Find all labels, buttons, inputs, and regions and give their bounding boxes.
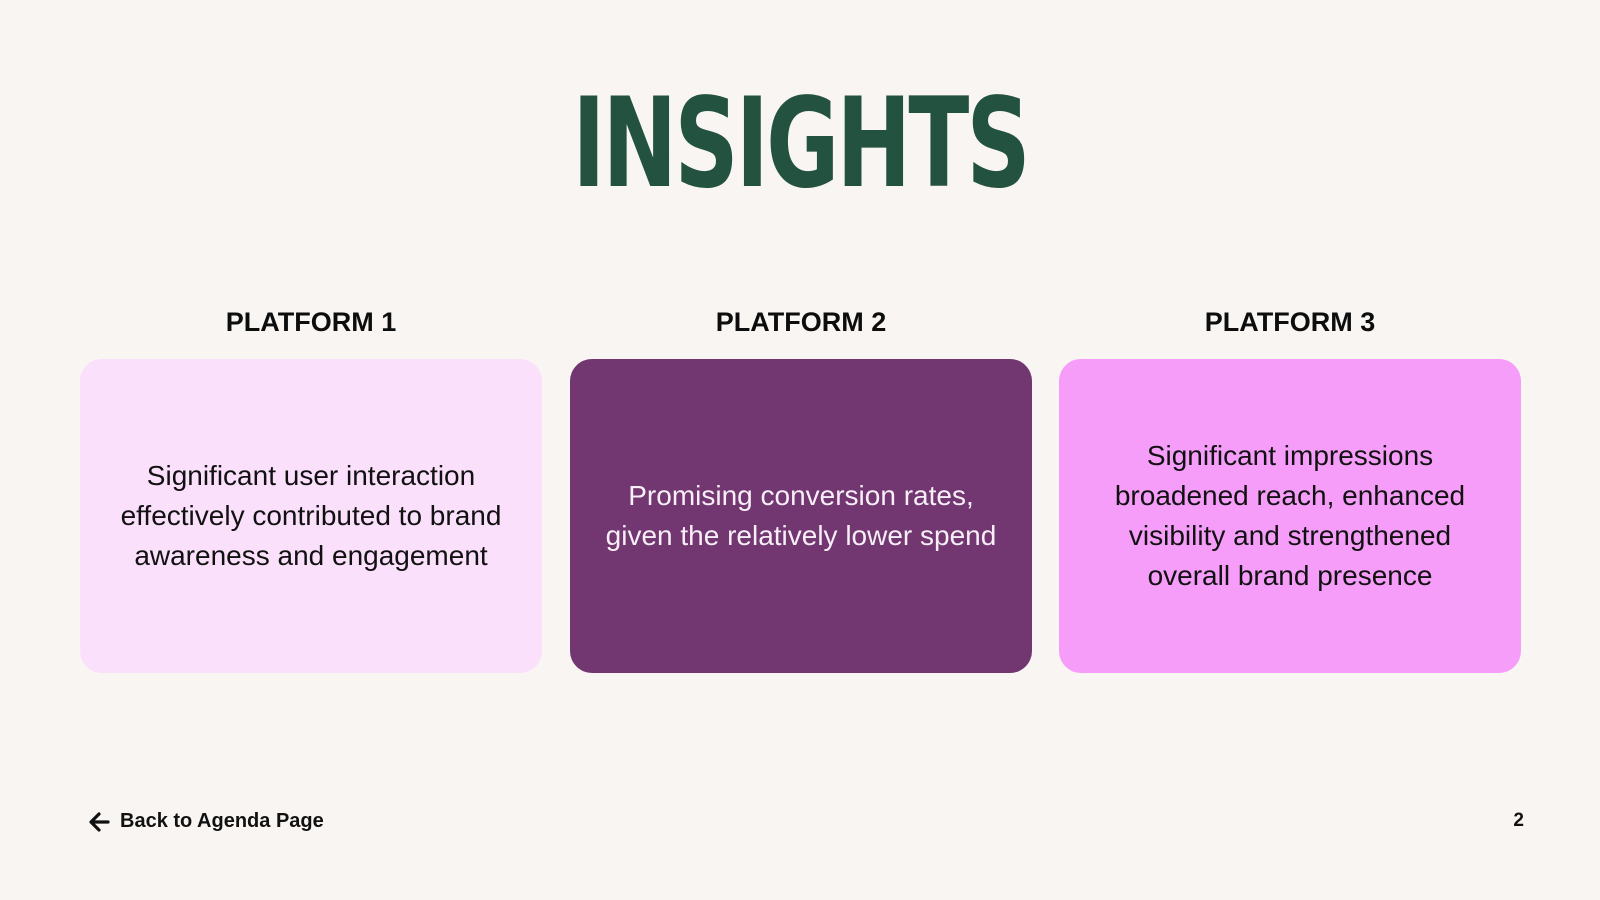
platform-2-heading: PLATFORM 2 (715, 307, 887, 337)
back-to-agenda-link[interactable]: Back to Agenda Page (88, 810, 324, 833)
platform-2-text: Promising conversion rates, given the re… (605, 480, 997, 551)
page-number: 2 (1513, 810, 1524, 831)
slide-title: INSIGHTS (572, 72, 1031, 216)
platform-3-heading: PLATFORM 3 (1204, 307, 1376, 337)
platform-3-card: Significant impressions broadened reach,… (1059, 359, 1521, 673)
platform-1-heading: PLATFORM 1 (225, 307, 397, 337)
arrow-left-icon (88, 811, 110, 833)
back-to-agenda-label: Back to Agenda Page (120, 810, 324, 832)
platform-2-card: Promising conversion rates, given the re… (570, 359, 1032, 673)
platform-1-card: Significant user interaction effectively… (80, 359, 542, 673)
platform-3-text: Significant impressions broadened reach,… (1114, 440, 1466, 591)
platform-1-text: Significant user interaction effectively… (120, 460, 502, 571)
